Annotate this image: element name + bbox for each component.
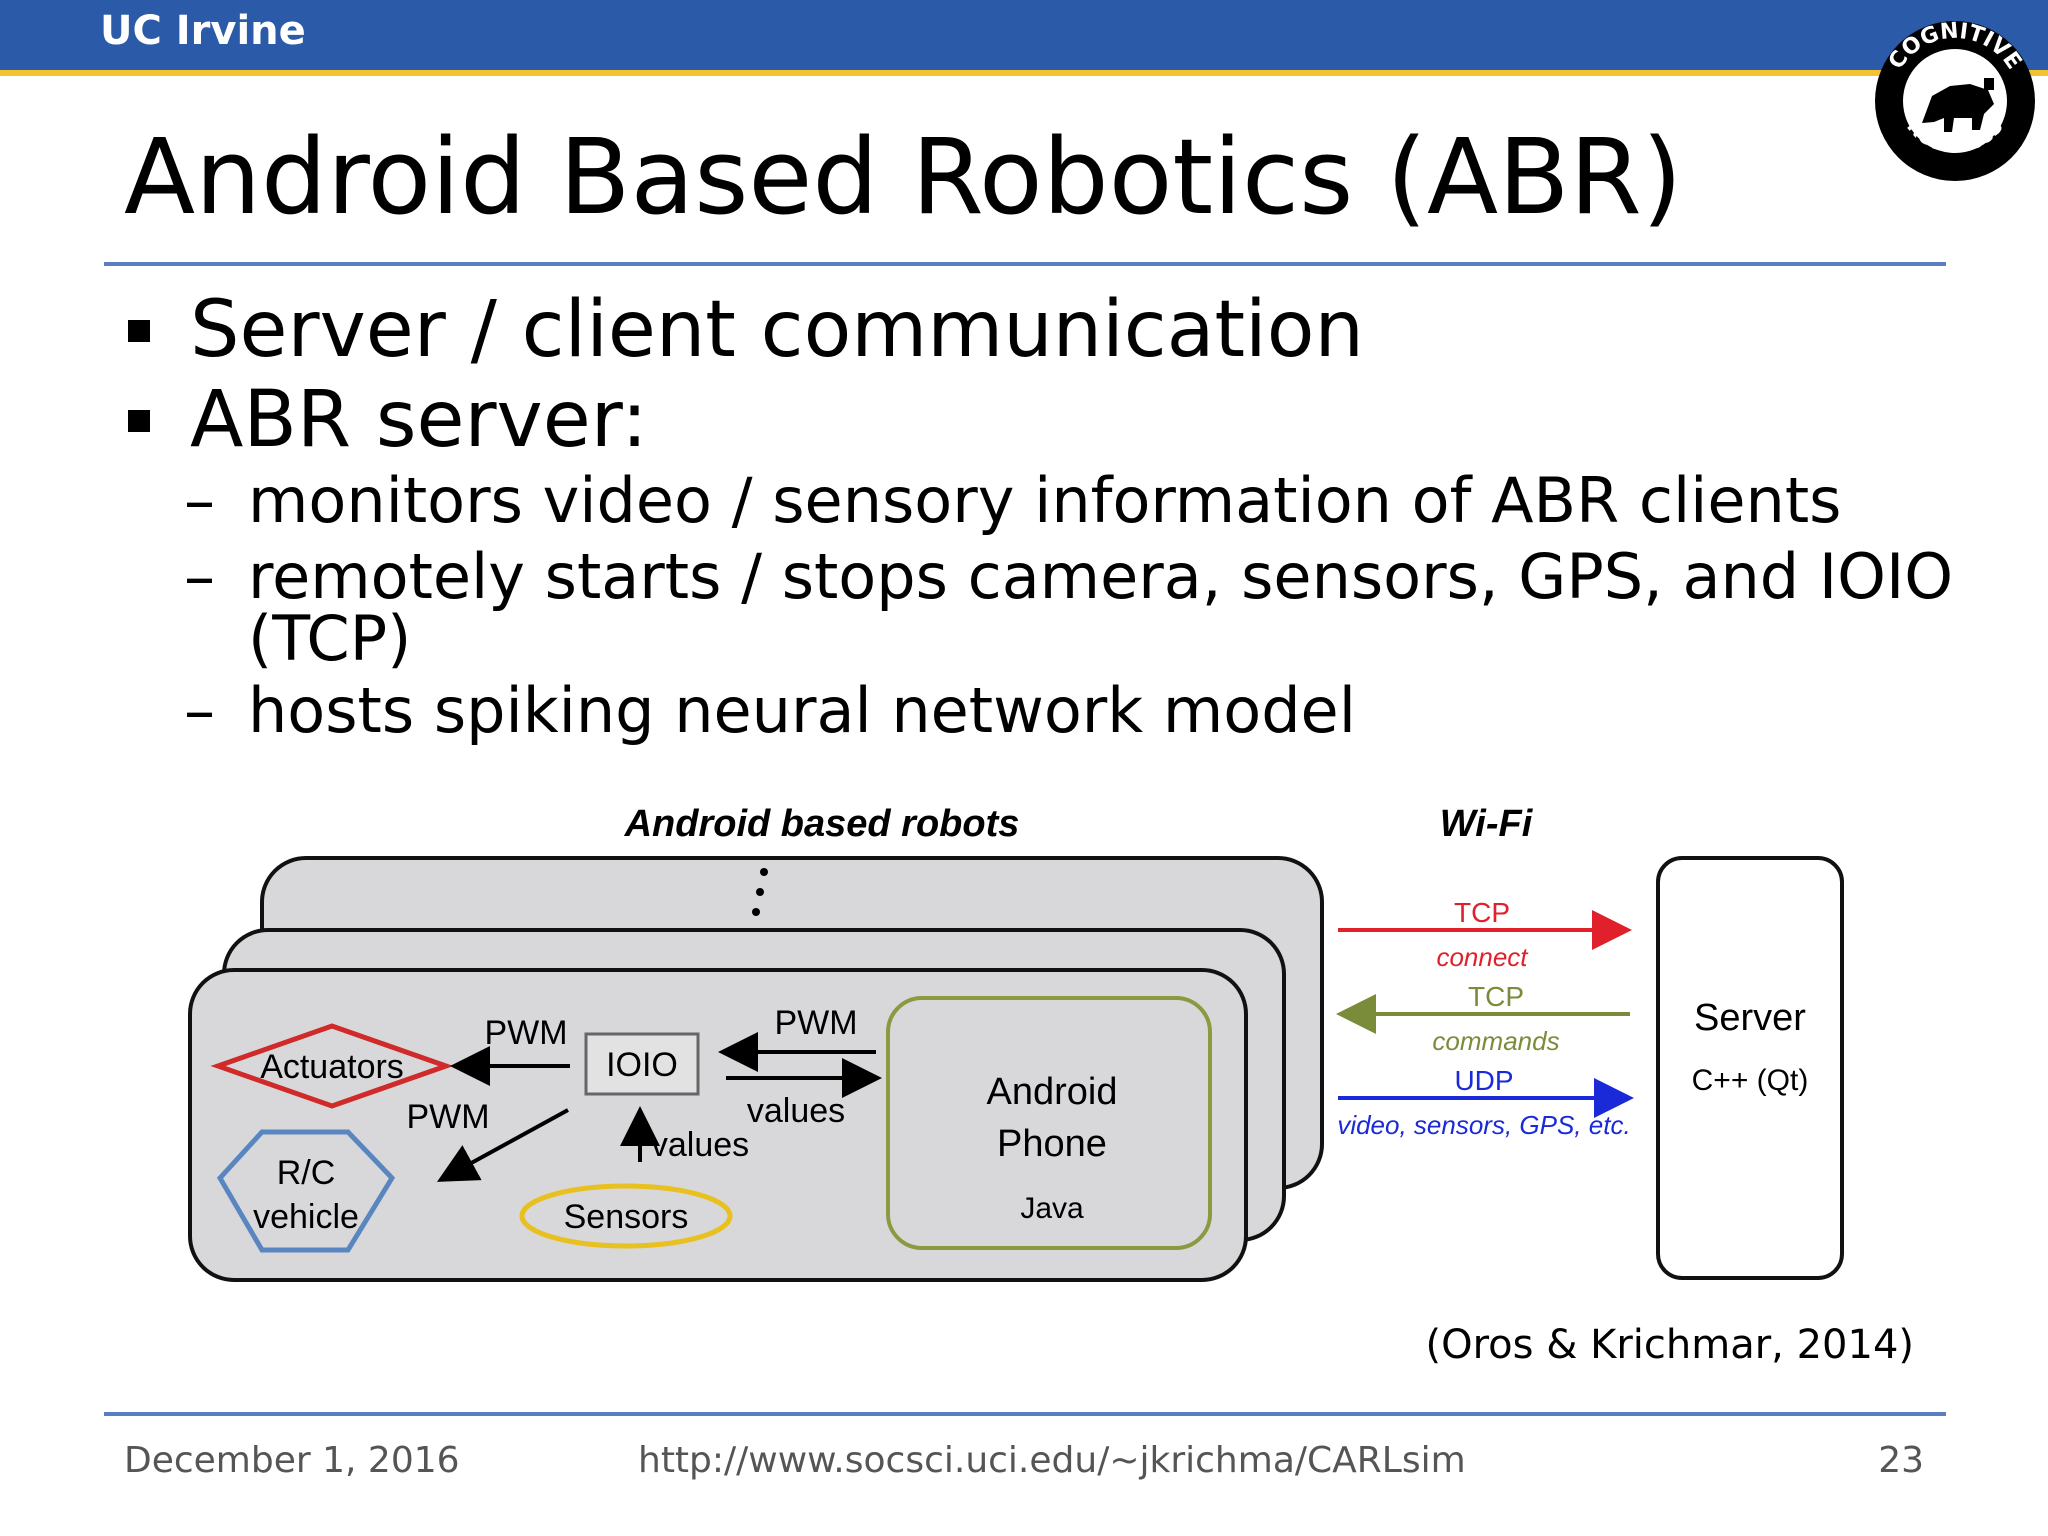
ellipsis-dot	[760, 868, 768, 876]
server-language-label: C++ (Qt)	[1692, 1064, 1809, 1097]
pwm-to-rc-arrow	[436, 1108, 569, 1182]
dash-icon: –	[184, 540, 215, 613]
udp-description-label: video, sensors, GPS, etc.	[1337, 1110, 1630, 1140]
connect-label: connect	[1436, 942, 1529, 972]
ellipsis-dot	[756, 888, 764, 896]
ioio-box	[584, 1032, 700, 1096]
abr-architecture-diagram: Android based robots Wi-Fi Actuators PWM…	[188, 803, 1844, 1282]
ellipsis-dot	[752, 908, 760, 916]
sensors-label: Sensors	[564, 1198, 689, 1236]
bullet-square-icon	[128, 319, 150, 342]
sub-bullet-item: –monitors video / sensory information of…	[184, 470, 1841, 532]
sub-bullet-item: –remotely starts / stops camera, sensors…	[184, 546, 1953, 670]
android-phone-box	[886, 996, 1212, 1250]
sub-bullet-item: –hosts spiking neural network model	[184, 680, 1356, 742]
ioio-label: IOIO	[606, 1046, 678, 1084]
phone-language-label: Java	[1020, 1192, 1084, 1225]
bullet-item: Server / client communication	[128, 284, 1364, 378]
footer-url: http://www.socsci.uci.edu/~jkrichma/CARL…	[638, 1440, 1466, 1481]
commands-label: commands	[1432, 1026, 1559, 1056]
bullet-square-icon	[128, 409, 150, 432]
header-bar: UC Irvine	[0, 0, 2048, 76]
brand-name: UC Irvine	[100, 8, 306, 54]
server-label: Server	[1694, 997, 1806, 1039]
wifi-title: Wi-Fi	[1440, 803, 1534, 845]
pwm-top-left-label: PWM	[484, 1014, 567, 1052]
footer-divider	[104, 1412, 1946, 1416]
udp-label: UDP	[1454, 1065, 1513, 1096]
sub-bullet-text: hosts spiking neural network model	[248, 674, 1356, 747]
rc-vehicle-hexagon	[216, 1129, 396, 1253]
title-divider	[104, 262, 1946, 266]
sub-bullet-text: remotely starts / stops camera, sensors,…	[248, 540, 1954, 613]
actuators-diamond	[210, 1023, 454, 1109]
robots-title: Android based robots	[624, 803, 1020, 845]
pwm-bottom-left-label: PWM	[406, 1098, 489, 1136]
footer-date: December 1, 2016	[124, 1440, 460, 1481]
phone-label-line2: Phone	[997, 1123, 1107, 1165]
sub-bullet-text: monitors video / sensory information of …	[248, 464, 1842, 537]
rc-label-line1: R/C	[277, 1154, 336, 1192]
pwm-right-label: PWM	[774, 1004, 857, 1042]
dash-icon: –	[184, 464, 215, 537]
cognitive-robotics-logo: COGNITIVE ROBOTICS	[1875, 19, 2035, 181]
footer-page-number: 23	[1878, 1440, 1924, 1481]
sub-bullet-continuation: (TCP)	[248, 602, 412, 675]
server-box	[1656, 856, 1844, 1280]
sensors-ellipse	[519, 1183, 733, 1249]
slide-title: Android Based Robotics (ABR)	[124, 116, 1683, 238]
phone-label-line1: Android	[987, 1071, 1118, 1113]
actuators-label: Actuators	[260, 1048, 404, 1086]
bullet-text: ABR server:	[190, 375, 648, 465]
values-right-label: values	[747, 1092, 845, 1130]
bullet-item: ABR server:	[128, 374, 648, 468]
rc-label-line2: vehicle	[253, 1198, 359, 1236]
values-down-label: values	[651, 1126, 749, 1164]
citation: (Oros & Krichmar, 2014)	[1425, 1322, 1914, 1368]
bullet-text: Server / client communication	[190, 285, 1364, 375]
tcp-connect-label: TCP	[1454, 897, 1510, 928]
tcp-commands-label: TCP	[1468, 981, 1524, 1012]
dash-icon: –	[184, 674, 215, 747]
